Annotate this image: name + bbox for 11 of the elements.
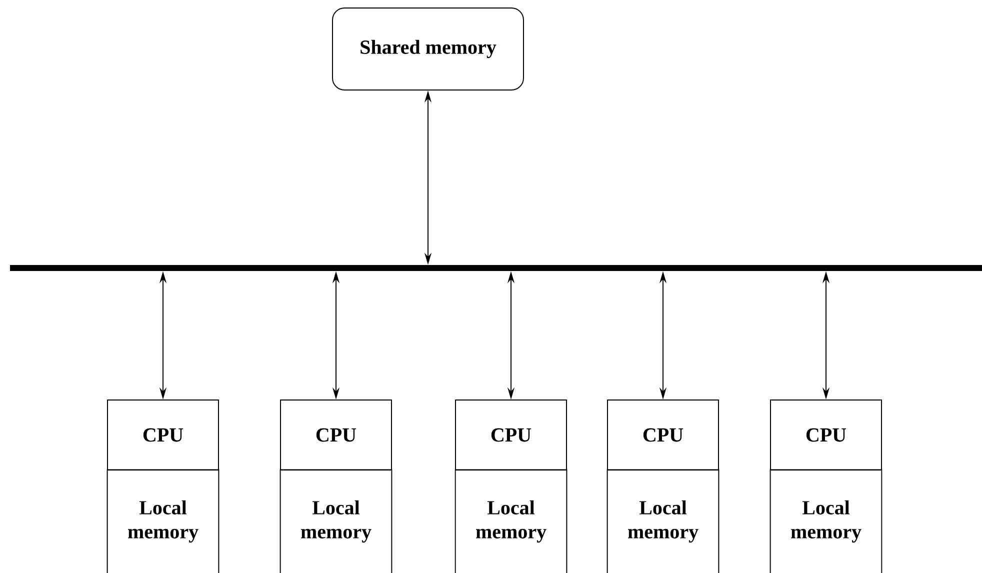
cpu-box: CPU xyxy=(455,400,567,470)
memory-box: Local memory xyxy=(106,469,220,573)
memory-box: Local memory xyxy=(280,469,392,573)
cpu-box: CPU xyxy=(280,400,392,470)
memory-box: Local memory xyxy=(770,469,882,573)
cpu-box: CPU xyxy=(607,400,719,470)
memory-box: Local memory xyxy=(606,469,720,573)
memory-box: Local memory xyxy=(454,469,568,573)
memory-box: Shared memory xyxy=(332,8,524,90)
cpu-box: CPU xyxy=(770,400,882,470)
cpu-box: CPU xyxy=(107,400,219,470)
